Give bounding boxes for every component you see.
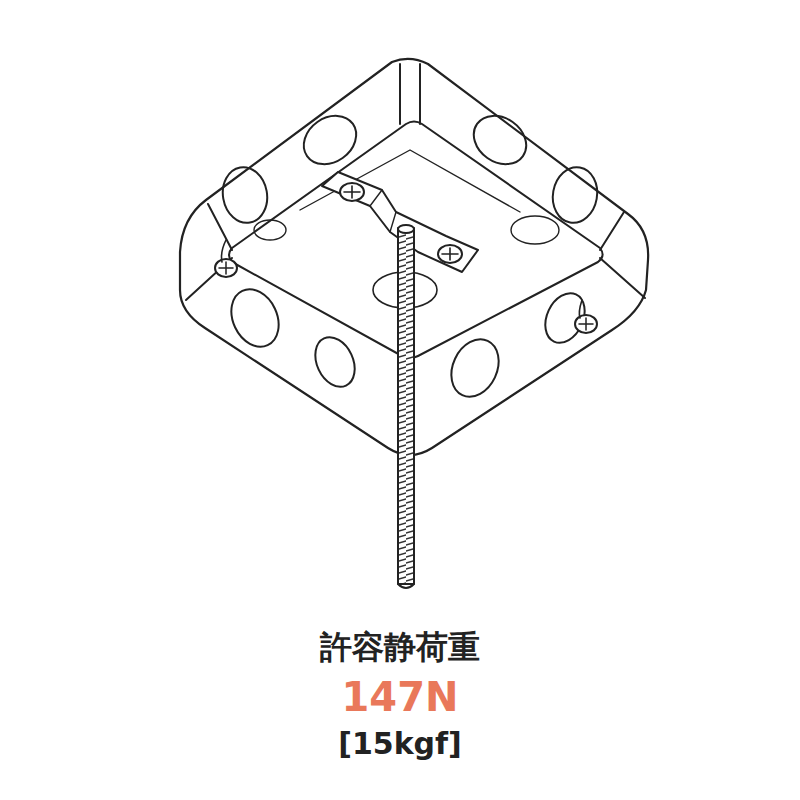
load-heading: 許容静荷重 — [0, 626, 800, 670]
load-value: 147N — [0, 674, 800, 720]
load-kgf: [15kgf] — [0, 726, 800, 761]
